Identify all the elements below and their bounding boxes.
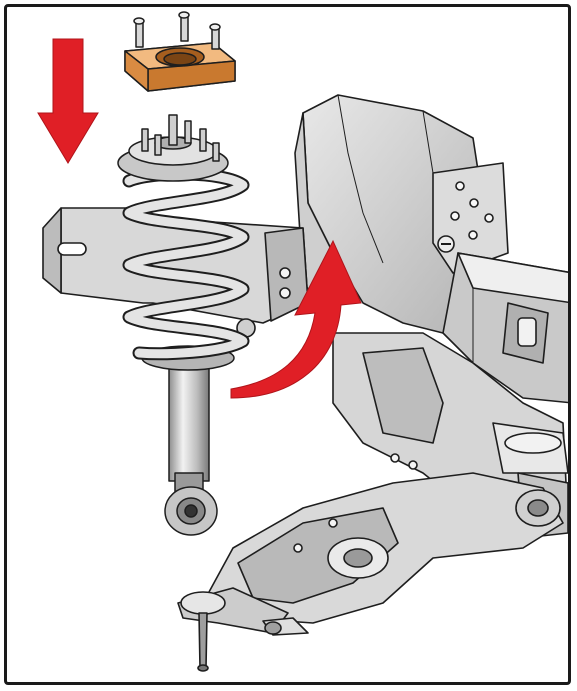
figure-frame	[4, 4, 571, 685]
arrow-down-icon	[37, 38, 99, 164]
suspension-illustration	[37, 11, 568, 672]
coil-spring-strut-icon	[117, 114, 250, 536]
strut-spacer-icon	[124, 11, 236, 92]
curved-arrow-icon	[230, 239, 362, 399]
control-arm-icon	[177, 472, 564, 672]
